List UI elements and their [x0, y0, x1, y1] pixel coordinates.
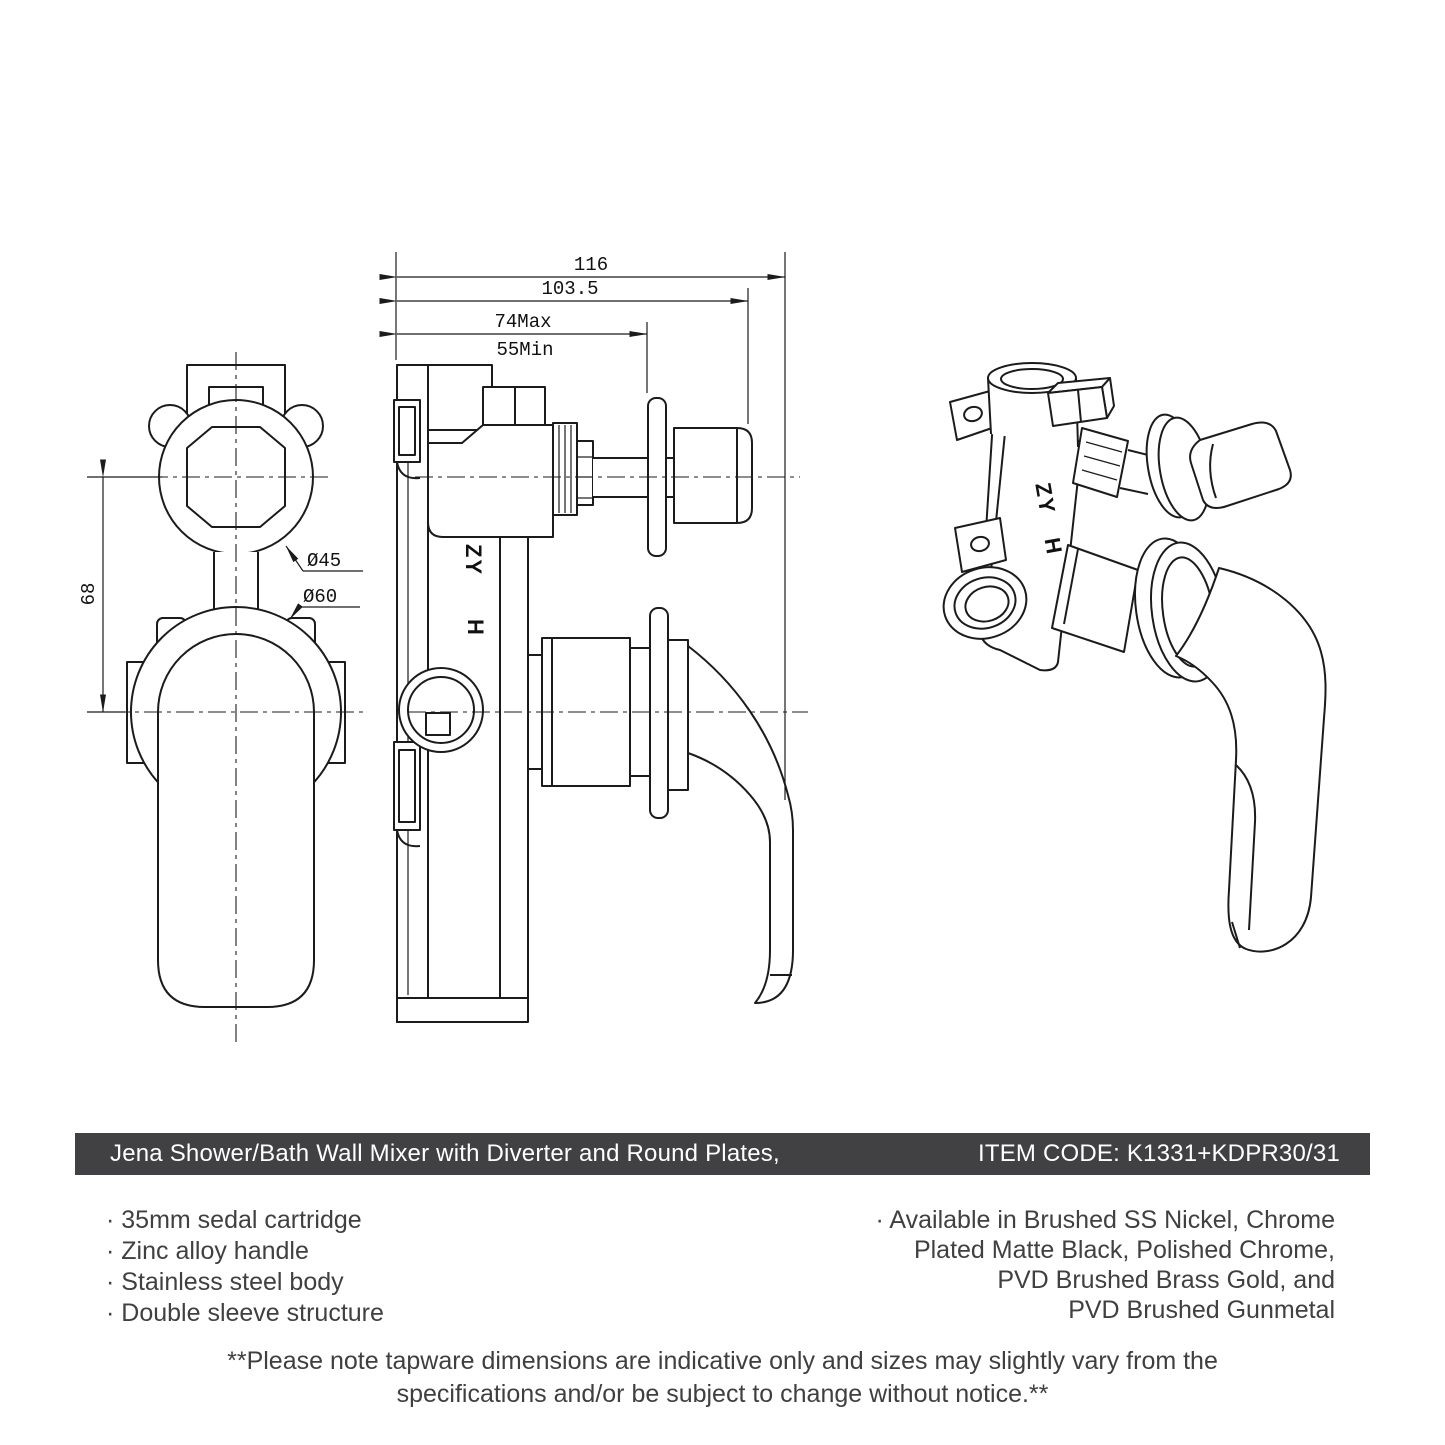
- product-title: Jena Shower/Bath Wall Mixer with Diverte…: [110, 1140, 780, 1167]
- front-view-drawing: 68 Ø45 Ø60: [78, 352, 368, 1046]
- feature-list: · 35mm sedal cartridge · Zinc alloy hand…: [106, 1205, 384, 1329]
- iso-view-drawing: ZY H: [942, 362, 1327, 953]
- technical-drawing: 68 Ø45 Ø60: [78, 252, 1327, 1046]
- dim-74max-label: 74Max: [494, 311, 551, 333]
- hex-fitting: [1047, 377, 1115, 427]
- disclaimer-note: **Please note tapware dimensions are ind…: [0, 1345, 1445, 1411]
- finish-line: PVD Brushed Brass Gold, and: [997, 1266, 1335, 1294]
- mixer-handle-iso: [1175, 567, 1327, 953]
- inlet-boss: [398, 667, 484, 753]
- finish-line: Plated Matte Black, Polished Chrome,: [913, 1236, 1335, 1264]
- feature-item: · Zinc alloy handle: [106, 1237, 309, 1265]
- mount-lug: [954, 517, 1007, 573]
- mixer-plate-side: [649, 607, 669, 819]
- finish-line: PVD Brushed Gunmetal: [1068, 1296, 1335, 1324]
- feature-item: · Double sleeve structure: [106, 1299, 384, 1327]
- dia-60-label: Ø60: [303, 586, 337, 608]
- body-marking-zy: ZY: [461, 544, 486, 576]
- dia-45-label: Ø45: [307, 550, 341, 572]
- dia-45-label-group: Ø45: [285, 545, 363, 572]
- item-code: ITEM CODE: K1331+KDPR30/31: [977, 1140, 1340, 1167]
- body-marking-h: H: [463, 619, 488, 637]
- dim-74-55: 74Max 55Min: [379, 311, 648, 393]
- feature-item: · Stainless steel body: [106, 1268, 344, 1296]
- side-view-drawing: ZY H 116 103.5 74Max 55Min: [379, 252, 808, 1023]
- title-bar: Jena Shower/Bath Wall Mixer with Diverte…: [75, 1133, 1370, 1175]
- inlet-pipe-iso: [942, 566, 1028, 640]
- finish-line: · Available in Brushed SS Nickel, Chrome: [875, 1206, 1335, 1234]
- diverter-valve-side: [427, 386, 753, 557]
- dim-116: 116: [379, 252, 786, 800]
- disclaimer-line: specifications and/or be subject to chan…: [396, 1380, 1049, 1408]
- dim-103-5: 103.5: [379, 278, 749, 424]
- mixer-valve-side: [398, 607, 794, 1004]
- diverter-knob-side: [673, 427, 753, 524]
- diverter-knob-front: [186, 426, 286, 528]
- dim-103-5-label: 103.5: [541, 278, 598, 300]
- dim-116-label: 116: [574, 254, 608, 276]
- body-marking-zy: ZY: [1030, 481, 1060, 517]
- dim-68-label: 68: [78, 583, 100, 606]
- body-marking-h: H: [1040, 536, 1068, 558]
- diverter-knob-iso: [1189, 421, 1292, 509]
- threaded-collar: [1072, 427, 1129, 498]
- mixer-handle-front: [157, 633, 315, 1008]
- dim-68: 68: [78, 459, 162, 713]
- cartridge-iso: [1051, 544, 1139, 653]
- finish-list: · Available in Brushed SS Nickel, Chrome…: [876, 1205, 1335, 1325]
- disclaimer-line: **Please note tapware dimensions are ind…: [227, 1347, 1218, 1375]
- mixer-handle-side: [687, 645, 794, 1004]
- dia-60-label-group: Ø60: [289, 586, 360, 620]
- dim-55min-label: 55Min: [496, 339, 553, 361]
- feature-item: · 35mm sedal cartridge: [106, 1206, 362, 1234]
